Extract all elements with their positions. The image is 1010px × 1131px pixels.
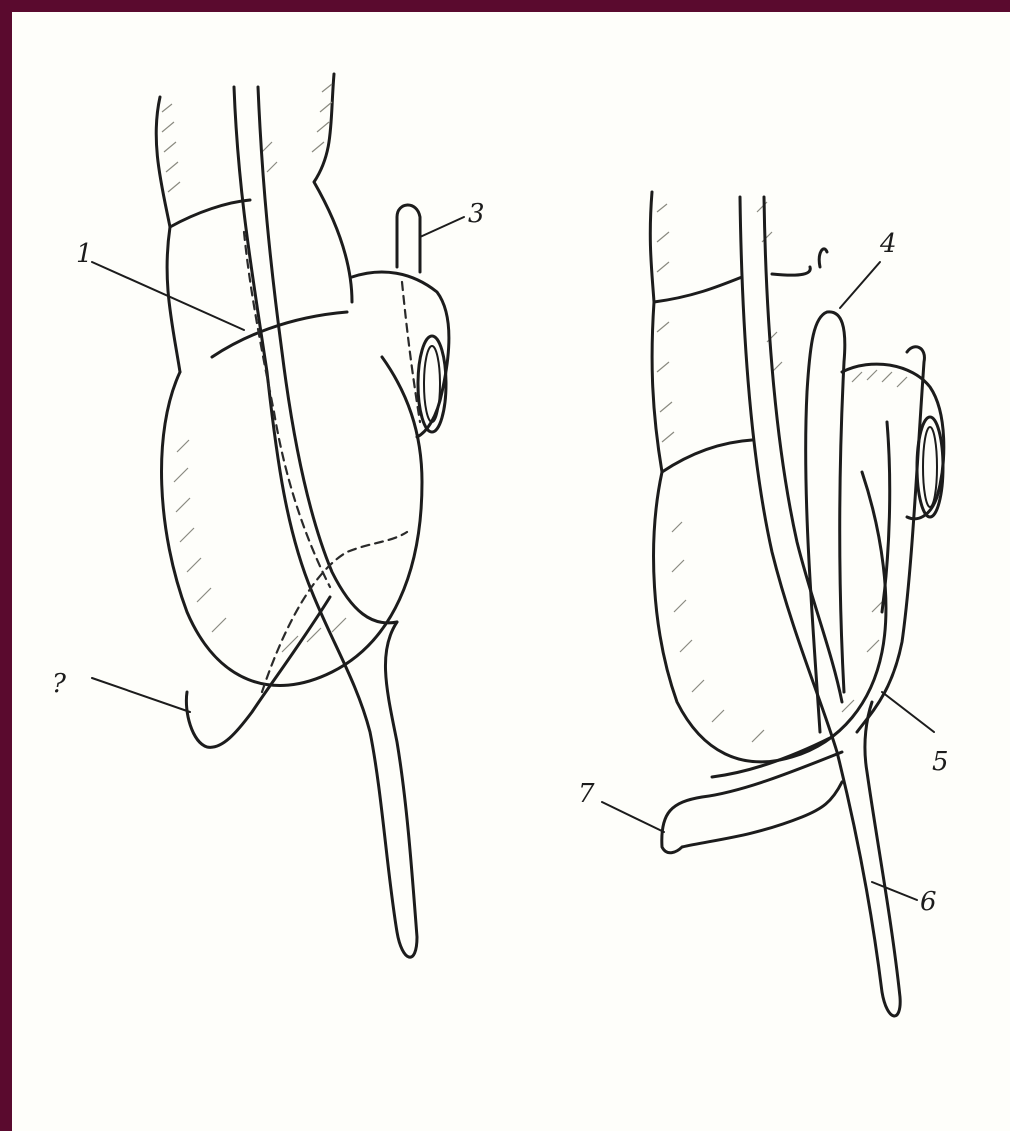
leader-line-4 bbox=[840, 262, 880, 308]
left-body-hatching bbox=[174, 440, 346, 652]
left-upper-outline-left bbox=[156, 97, 180, 372]
right-body-waist bbox=[662, 440, 752, 472]
frame-border-left bbox=[0, 0, 12, 1131]
right-body-outline bbox=[654, 472, 886, 762]
right-tube-4 bbox=[806, 312, 845, 732]
label-4: 4 bbox=[879, 229, 897, 259]
label-7: 7 bbox=[578, 779, 595, 809]
left-view: 1 ? 3 bbox=[52, 74, 485, 957]
leader-line-3 bbox=[420, 217, 464, 237]
right-duodenum-hatching bbox=[852, 370, 907, 387]
right-upper-fold-2 bbox=[772, 267, 810, 275]
left-duodenum-hidden bbox=[402, 282, 420, 422]
right-upper-fold bbox=[654, 277, 742, 302]
leader-line-5 bbox=[882, 692, 934, 732]
right-upper-hatching bbox=[657, 202, 782, 442]
right-tube-5-inner bbox=[882, 422, 890, 612]
right-tube-5 bbox=[857, 347, 924, 732]
right-view: 4 5 6 7 bbox=[578, 192, 949, 1016]
label-2: ? bbox=[52, 669, 67, 699]
left-body-outline bbox=[162, 357, 422, 686]
left-tube-2 bbox=[186, 597, 330, 747]
left-upper-hatching bbox=[162, 84, 332, 192]
label-6: 6 bbox=[920, 887, 937, 917]
right-duodenum-outline bbox=[842, 364, 944, 519]
diagram-svg: 1 ? 3 bbox=[12, 12, 1010, 1131]
right-duodenum-lumen bbox=[923, 427, 937, 507]
left-duodenum-lumen bbox=[424, 346, 440, 422]
frame-border-top bbox=[0, 0, 1010, 12]
diagram-canvas: 1 ? 3 bbox=[12, 12, 1010, 1131]
leader-line-2 bbox=[92, 678, 190, 712]
left-tube-3 bbox=[397, 205, 420, 272]
right-tube-4-tip bbox=[819, 249, 827, 267]
left-upper-fold bbox=[170, 200, 250, 227]
left-upper-outline-right bbox=[314, 74, 352, 302]
leader-line-6 bbox=[872, 882, 917, 900]
left-duodenum-outline bbox=[352, 272, 449, 437]
label-1: 1 bbox=[76, 239, 93, 269]
left-duodenum-opening bbox=[418, 336, 446, 432]
right-upper-outline-left bbox=[650, 192, 662, 472]
right-body-hatching bbox=[672, 522, 884, 742]
right-tube-7 bbox=[662, 752, 842, 853]
label-5: 5 bbox=[932, 747, 949, 777]
left-tube-1-outer bbox=[234, 87, 417, 957]
label-3: 3 bbox=[468, 199, 485, 229]
leader-line-7 bbox=[602, 802, 664, 832]
